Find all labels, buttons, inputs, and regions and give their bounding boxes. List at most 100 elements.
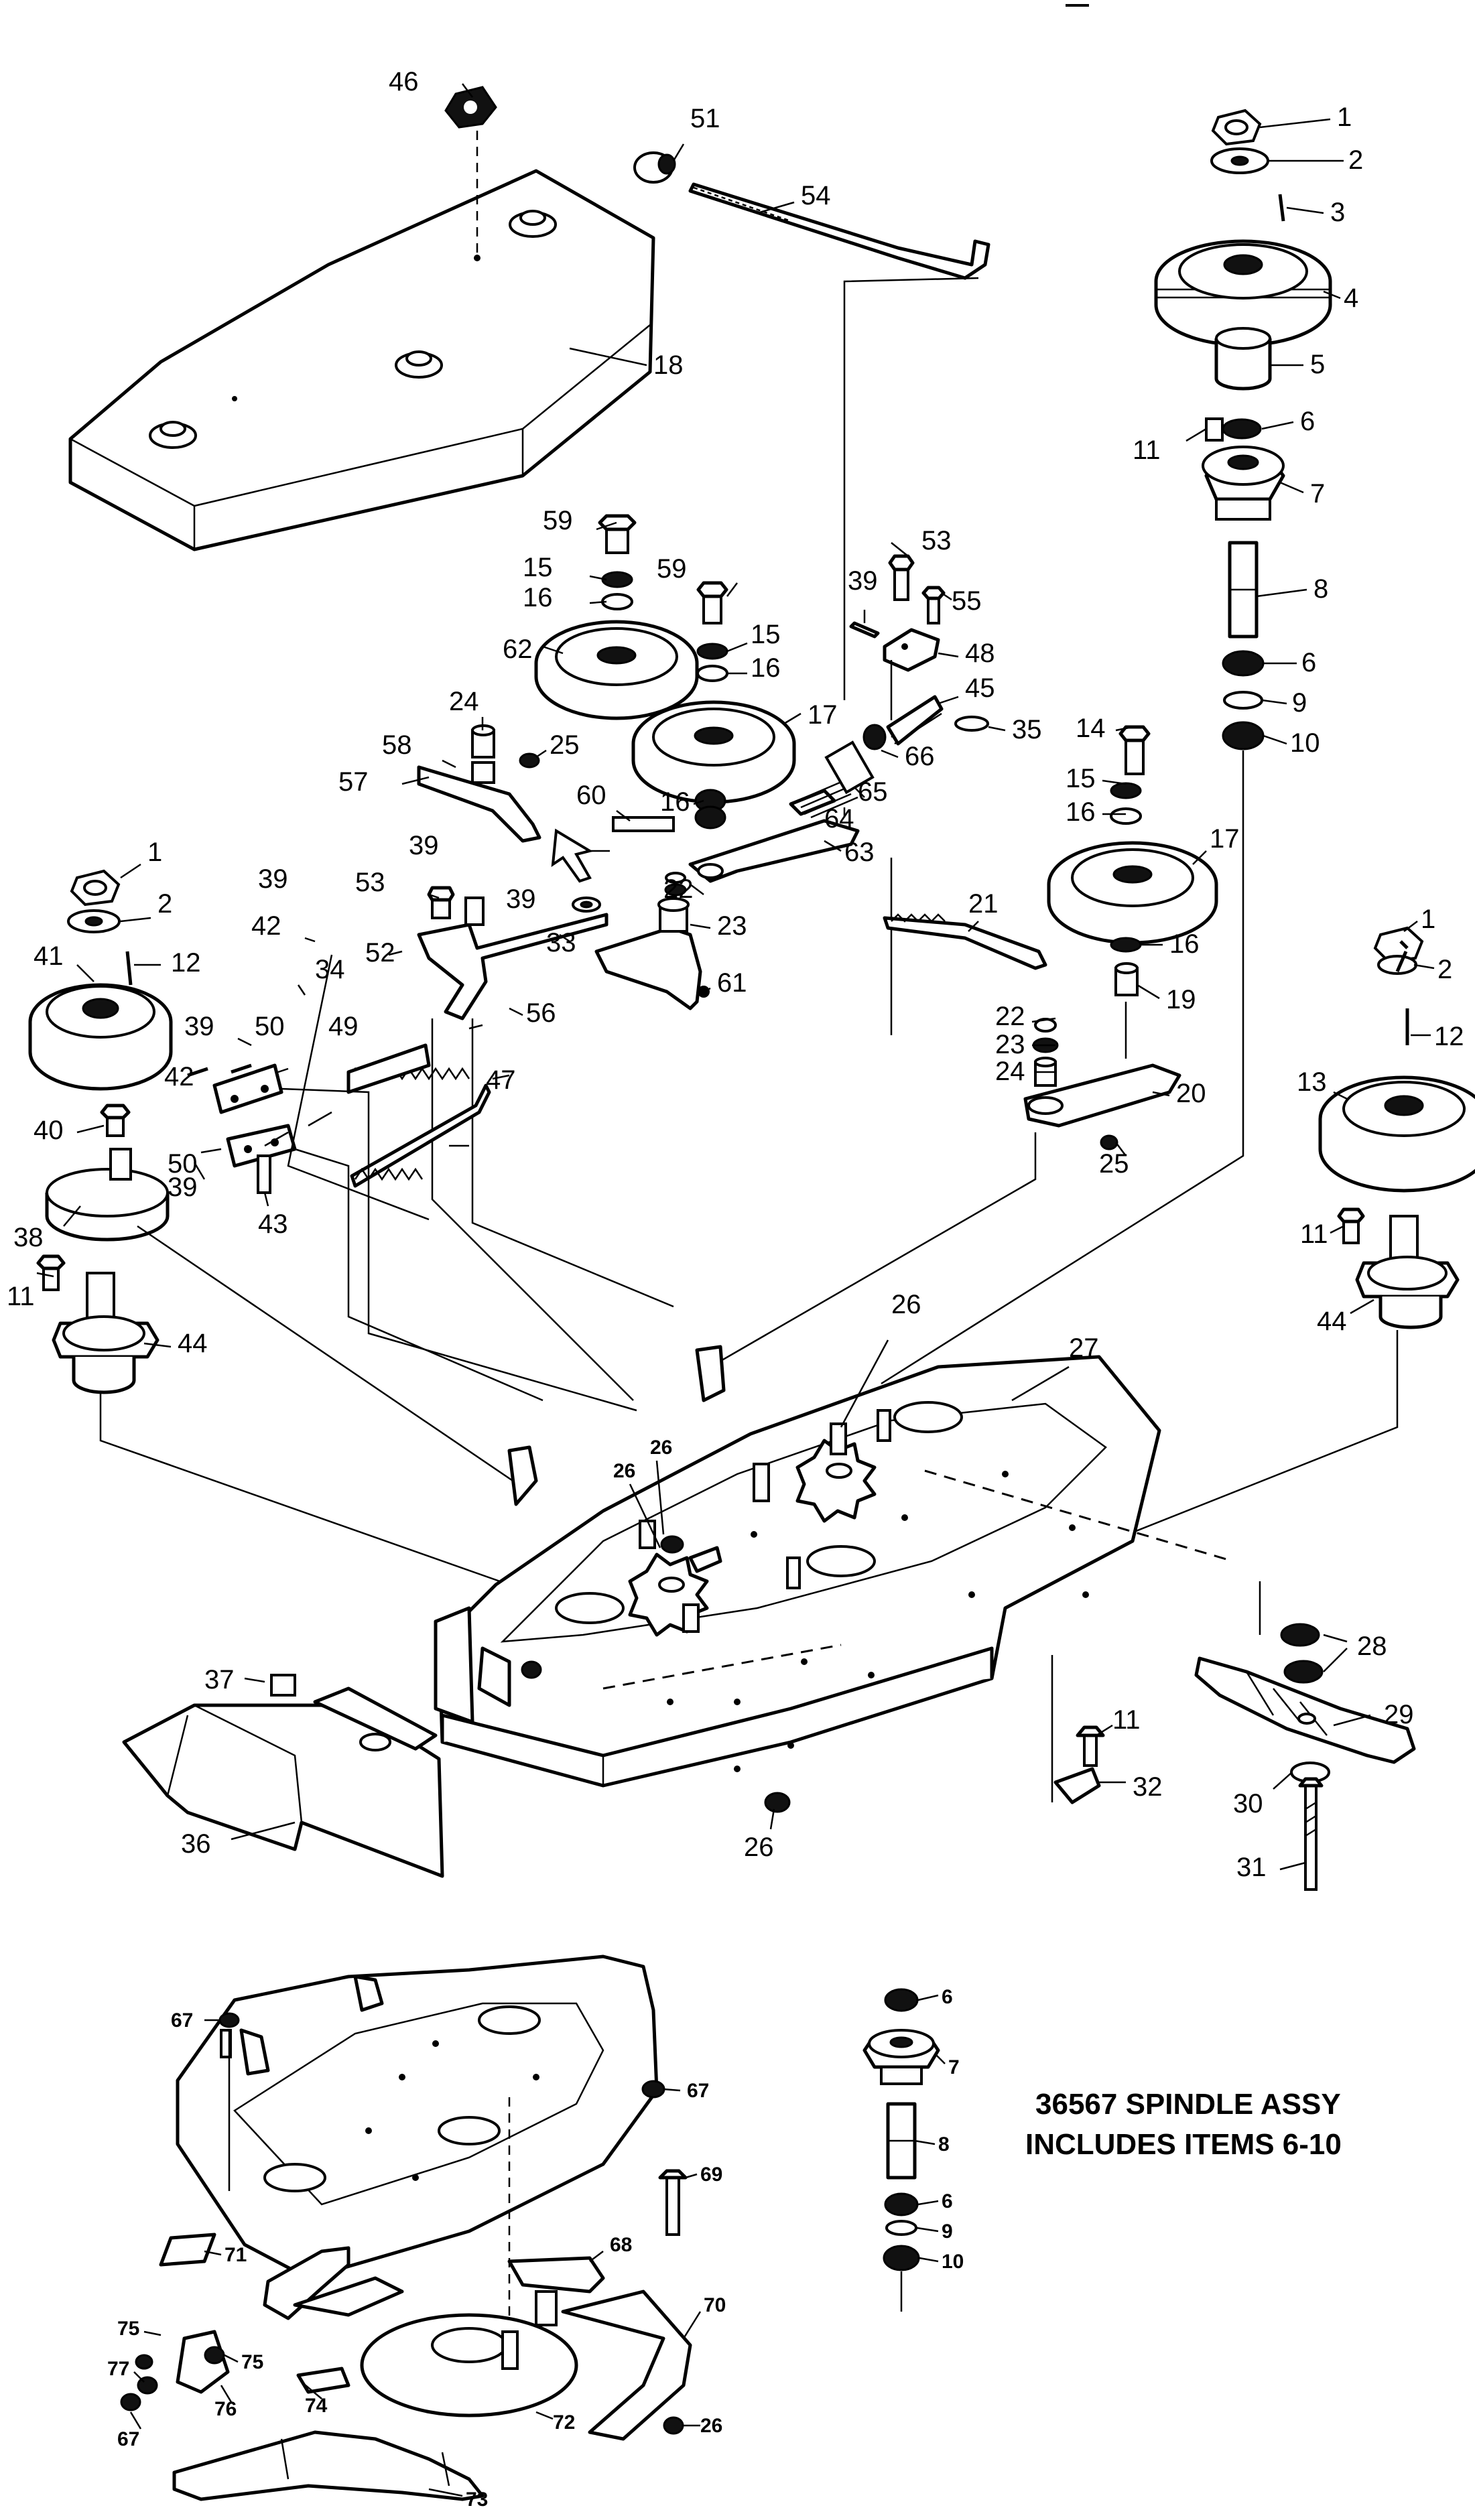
- idler-bracket-57: [417, 724, 675, 883]
- right-spindle-stack: [840, 926, 1475, 1650]
- callout-70: 70: [704, 2294, 726, 2316]
- callout-2c: 2: [1437, 955, 1452, 984]
- mower-deck-27: [437, 1345, 1234, 1788]
- spindle-callout-9: 9: [942, 2220, 953, 2243]
- callout-39f: 39: [168, 1173, 198, 1202]
- callout-15c: 15: [1066, 764, 1096, 793]
- callout-22: 22: [663, 874, 694, 904]
- callout-65: 65: [858, 777, 888, 807]
- callout-61: 61: [717, 968, 747, 998]
- blade-assembly: [1051, 1581, 1416, 1891]
- callout-74: 74: [305, 2395, 328, 2417]
- callout-39c: 39: [409, 831, 439, 860]
- callout-26: 26: [891, 1290, 921, 1319]
- callout-16: 16: [523, 583, 553, 612]
- bracket-56: [417, 886, 674, 1401]
- callout-10: 10: [1290, 728, 1320, 758]
- callout-59: 59: [543, 506, 573, 535]
- callout-37: 37: [204, 1665, 235, 1695]
- callout-11b: 11: [7, 1282, 35, 1311]
- callout-63: 63: [844, 838, 875, 867]
- callout-25b: 25: [1099, 1149, 1129, 1179]
- callout-14: 14: [1076, 714, 1106, 743]
- callout-19: 19: [1166, 985, 1196, 1014]
- callout-53: 53: [921, 526, 952, 555]
- callout-2b: 2: [157, 889, 172, 919]
- callout-57: 57: [338, 767, 369, 797]
- callout-4: 4: [1344, 283, 1358, 313]
- callout-29: 29: [1384, 1700, 1414, 1729]
- callout-31: 31: [1236, 1853, 1267, 1882]
- right-top-spindle-stack: [881, 109, 1332, 1385]
- callout-26e: 26: [700, 2415, 722, 2437]
- callout-76: 76: [214, 2398, 237, 2420]
- callout-72: 72: [553, 2411, 575, 2434]
- callout-43: 43: [258, 1209, 288, 1239]
- callout-28: 28: [1357, 1632, 1387, 1661]
- callout-16c: 16: [660, 787, 690, 817]
- callout-73: 73: [466, 2489, 488, 2511]
- callout-1b: 1: [147, 838, 162, 867]
- callout-16e: 16: [1169, 929, 1200, 959]
- callout-40: 40: [34, 1116, 64, 1145]
- callout-42: 42: [251, 911, 281, 941]
- spindle-callout-7: 7: [948, 2056, 960, 2078]
- left-spindle-stack: [28, 869, 523, 1586]
- callout-55: 55: [952, 586, 982, 616]
- callout-59b: 59: [657, 554, 687, 584]
- callout-11d: 11: [1112, 1705, 1141, 1735]
- callout-numbers: 1 2 3 4 5 6 11 7 8 6 9 10 46 51 54 18 59…: [7, 67, 1464, 2511]
- spring-rod-47: [350, 1083, 491, 1188]
- callout-6: 6: [1300, 407, 1315, 436]
- callout-77: 77: [107, 2358, 129, 2380]
- callout-18: 18: [653, 350, 684, 380]
- callout-46: 46: [389, 67, 419, 96]
- callout-60: 60: [576, 781, 606, 810]
- callout-62: 62: [503, 635, 533, 664]
- callout-6b: 6: [1301, 648, 1316, 677]
- callout-64: 64: [824, 804, 854, 834]
- callout-39d: 39: [506, 884, 536, 914]
- callout-68: 68: [610, 2234, 632, 2256]
- callout-34: 34: [315, 955, 345, 984]
- callout-33: 33: [546, 928, 576, 957]
- callout-52: 52: [365, 938, 395, 968]
- idler-pulleys-center: [534, 514, 796, 830]
- callout-54: 54: [801, 181, 831, 210]
- note-line-1: 36567 SPINDLE ASSY: [1035, 2088, 1341, 2121]
- callout-58: 58: [382, 730, 412, 760]
- callout-38: 38: [13, 1223, 44, 1252]
- callout-39b: 39: [258, 864, 288, 894]
- callout-13: 13: [1297, 1067, 1327, 1097]
- callout-2: 2: [1348, 145, 1363, 175]
- callout-53b: 53: [355, 868, 385, 897]
- callout-23: 23: [717, 911, 747, 941]
- right-idler-pulley-17: [710, 725, 1218, 1368]
- callout-50: 50: [255, 1012, 285, 1041]
- callout-27: 27: [1069, 1333, 1099, 1363]
- callout-25: 25: [550, 730, 580, 760]
- callout-67: 67: [171, 2009, 193, 2032]
- callout-56: 56: [526, 998, 556, 1028]
- callout-17b: 17: [1210, 824, 1240, 854]
- callout-67c: 67: [117, 2428, 139, 2450]
- callout-41: 41: [34, 941, 64, 971]
- callout-35: 35: [1012, 715, 1042, 744]
- callout-67b: 67: [687, 2080, 709, 2102]
- callout-44: 44: [178, 1329, 208, 1358]
- idler-arm-assembly: [688, 554, 989, 1035]
- callout-51: 51: [690, 104, 720, 133]
- callout-39e: 39: [184, 1012, 214, 1041]
- spindle-callout-6b: 6: [942, 2190, 953, 2212]
- spindle-callout-10: 10: [942, 2251, 964, 2273]
- callout-48: 48: [965, 639, 995, 668]
- callout-75b: 75: [241, 2351, 263, 2373]
- callout-leaders: [36, 83, 1435, 2497]
- callout-17: 17: [808, 700, 838, 730]
- callout-69: 69: [700, 2164, 722, 2186]
- callout-20: 20: [1176, 1079, 1206, 1108]
- spindle-assy-detail: [862, 1988, 940, 2312]
- callout-49: 49: [328, 1012, 359, 1041]
- callout-9: 9: [1292, 688, 1307, 718]
